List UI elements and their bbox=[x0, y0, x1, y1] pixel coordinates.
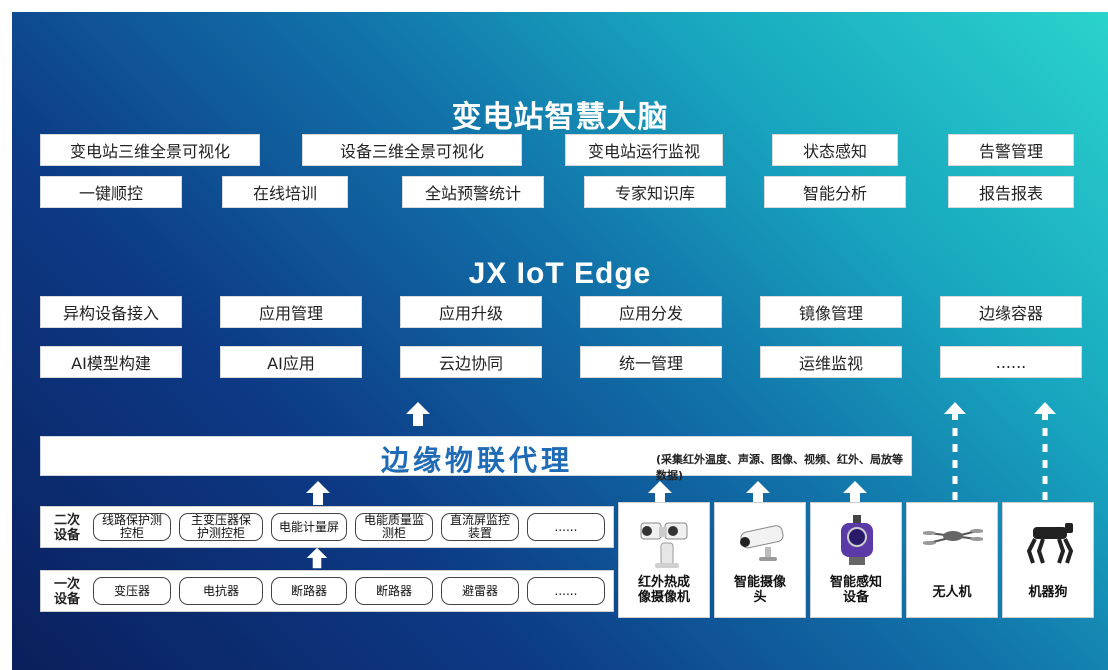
edge-iot-agent-bar: 边缘物联代理 (采集红外温度、声源、图像、视频、红外、局放等数据) bbox=[40, 436, 912, 482]
device-label-line: 无人机 bbox=[932, 585, 972, 600]
brain-item: 告警管理 bbox=[948, 134, 1074, 166]
secondary-equipment-panel: 二次 设备 线路保护测控柜 主变压器保护测控柜 电能计量屏 电能质量监测柜 直流… bbox=[40, 506, 614, 548]
device-label-line: 智能感知 bbox=[829, 575, 882, 590]
pill-line: ...... bbox=[554, 519, 578, 534]
brain-item: 在线培训 bbox=[222, 176, 348, 208]
device-label: 红外热成 像摄像机 bbox=[619, 575, 709, 605]
up-arrow-icon bbox=[746, 481, 770, 505]
secondary-item: ...... bbox=[527, 513, 605, 541]
dashed-up-arrow-icon bbox=[1034, 402, 1056, 502]
edge-item: 统一管理 bbox=[580, 346, 722, 378]
device-label-line: 智能摄像 bbox=[733, 575, 786, 590]
edge-item: 边缘容器 bbox=[940, 296, 1082, 328]
primary-item: 断路器 bbox=[355, 577, 433, 605]
label-line: 设备 bbox=[53, 528, 80, 543]
device-label-line: 设备 bbox=[842, 590, 869, 605]
device-label-line: 机器狗 bbox=[1028, 585, 1068, 600]
pill-line: 直流屏监控 bbox=[449, 513, 510, 527]
brain-item: 状态感知 bbox=[772, 134, 898, 166]
diagram-canvas: 变电站智慧大脑 变电站三维全景可视化 设备三维全景可视化 变电站运行监视 状态感… bbox=[12, 12, 1108, 670]
brain-item: 变电站三维全景可视化 bbox=[40, 134, 260, 166]
brain-item: 报告报表 bbox=[948, 176, 1074, 208]
device-label: 机器狗 bbox=[1003, 585, 1093, 600]
robot-dog-icon bbox=[1026, 523, 1074, 564]
brain-item: 全站预警统计 bbox=[402, 176, 544, 208]
device-label-line: 头 bbox=[753, 590, 767, 605]
edge-item: 应用升级 bbox=[400, 296, 542, 328]
drone-icon bbox=[923, 529, 983, 545]
bullet-camera-icon bbox=[740, 525, 784, 561]
brain-item: 智能分析 bbox=[764, 176, 906, 208]
gas-sensor-icon bbox=[841, 515, 873, 565]
edge-item: ...... bbox=[940, 346, 1082, 378]
secondary-equipment-label: 二次 设备 bbox=[47, 513, 87, 543]
secondary-item: 电能计量屏 bbox=[271, 513, 347, 541]
pill-line: 电能质量监 bbox=[363, 513, 424, 527]
up-arrow-icon bbox=[306, 481, 330, 505]
label-line: 一次 bbox=[53, 577, 80, 592]
brain-item: 一键顺控 bbox=[40, 176, 182, 208]
up-arrow-icon bbox=[306, 547, 328, 569]
device-label-line: 红外热成 bbox=[637, 575, 690, 590]
brain-item: 专家知识库 bbox=[584, 176, 726, 208]
device-card-smart-sensor: 智能感知 设备 bbox=[810, 502, 902, 618]
device-card-smart-camera: 智能摄像 头 bbox=[714, 502, 806, 618]
pill-line: 护测控柜 bbox=[196, 526, 245, 540]
device-card-robot-dog: 机器狗 bbox=[1002, 502, 1094, 618]
label-line: 二次 bbox=[53, 513, 80, 528]
brain-title: 变电站智慧大脑 bbox=[451, 100, 669, 135]
edge-item: 异构设备接入 bbox=[40, 296, 182, 328]
device-label: 智能摄像 头 bbox=[715, 575, 805, 605]
device-card-drone: 无人机 bbox=[906, 502, 998, 618]
pill-line: 电能计量屏 bbox=[278, 519, 339, 534]
primary-item: 避雷器 bbox=[441, 577, 519, 605]
primary-equipment-panel: 一次 设备 变压器 电抗器 断路器 断路器 避雷器 ...... bbox=[40, 570, 614, 612]
device-label-line: 像摄像机 bbox=[637, 590, 690, 605]
up-arrow-icon bbox=[648, 481, 672, 505]
secondary-item: 主变压器保护测控柜 bbox=[179, 513, 263, 541]
agent-note: (采集红外温度、声源、图像、视频、红外、局放等数据) bbox=[656, 453, 904, 482]
secondary-item: 线路保护测控柜 bbox=[93, 513, 171, 541]
edge-item: 应用管理 bbox=[220, 296, 362, 328]
agent-title: 边缘物联代理 bbox=[381, 444, 574, 477]
secondary-item: 直流屏监控装置 bbox=[441, 513, 519, 541]
edge-item: 镜像管理 bbox=[760, 296, 902, 328]
pill-line: 测柜 bbox=[381, 526, 406, 540]
primary-item: 断路器 bbox=[271, 577, 347, 605]
label-line: 设备 bbox=[53, 592, 80, 607]
device-card-thermal-camera: 红外热成 像摄像机 bbox=[618, 502, 710, 618]
up-arrow-icon bbox=[843, 481, 867, 505]
edge-item: AI模型构建 bbox=[40, 346, 182, 378]
brain-item: 变电站运行监视 bbox=[565, 134, 723, 166]
device-label: 无人机 bbox=[907, 585, 997, 600]
pill-line: 装置 bbox=[467, 526, 492, 540]
ptz-thermal-camera-icon bbox=[640, 522, 688, 568]
pill-line: 控柜 bbox=[119, 526, 144, 540]
dashed-up-arrow-icon bbox=[944, 402, 966, 502]
up-arrow-icon bbox=[406, 402, 430, 426]
edge-item: 云边协同 bbox=[400, 346, 542, 378]
primary-item: 电抗器 bbox=[179, 577, 263, 605]
primary-item: 变压器 bbox=[93, 577, 171, 605]
primary-item: ...... bbox=[527, 577, 605, 605]
edge-item: 运维监视 bbox=[760, 346, 902, 378]
edge-item: AI应用 bbox=[220, 346, 362, 378]
edge-item: 应用分发 bbox=[580, 296, 722, 328]
pill-line: 线路保护测 bbox=[101, 513, 162, 527]
edge-title: JX IoT Edge bbox=[468, 257, 652, 290]
secondary-item: 电能质量监测柜 bbox=[355, 513, 433, 541]
primary-equipment-label: 一次 设备 bbox=[47, 577, 87, 607]
brain-item: 设备三维全景可视化 bbox=[302, 134, 522, 166]
pill-line: 主变压器保 bbox=[190, 513, 251, 527]
device-label: 智能感知 设备 bbox=[811, 575, 901, 605]
